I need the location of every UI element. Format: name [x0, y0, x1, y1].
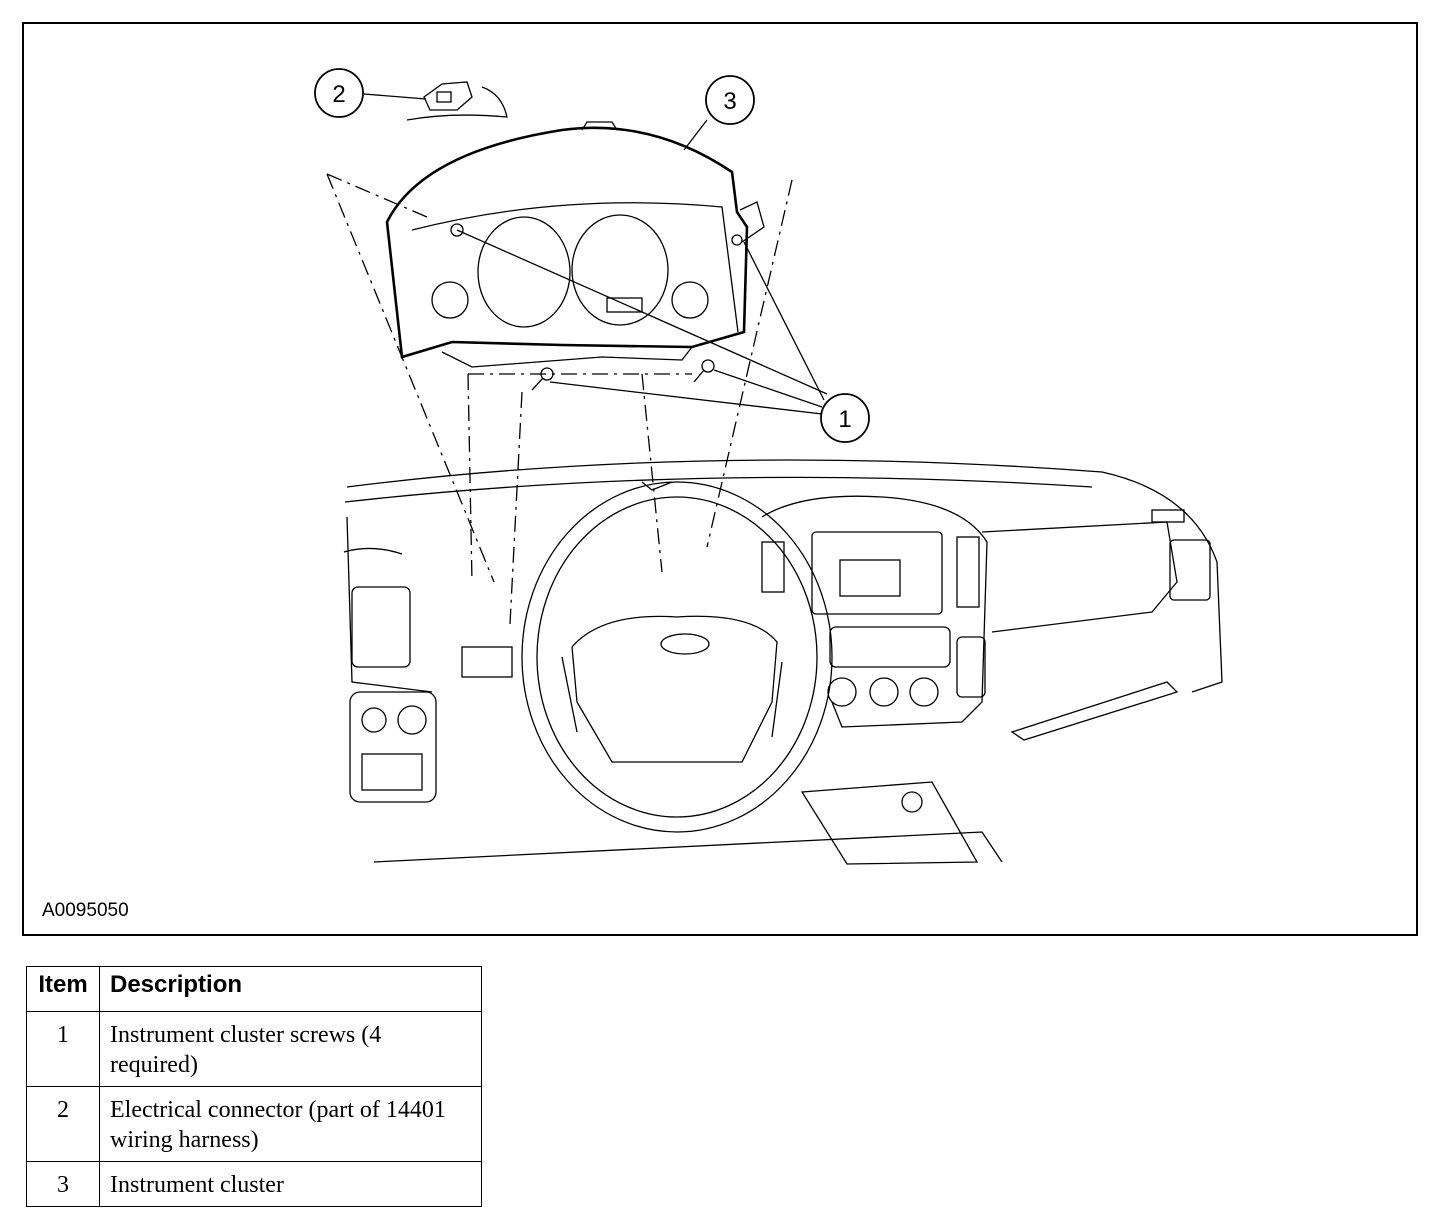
item-description: Instrument cluster: [99, 1161, 482, 1207]
callout-1-label: 1: [838, 406, 851, 433]
dashboard: [343, 459, 1223, 865]
item-header: Item: [26, 966, 100, 1012]
steering-wheel: [461, 481, 833, 833]
figure-id: A0095050: [42, 900, 129, 921]
exploded-view-illustration: 2 3 1: [314, 68, 1223, 865]
instrument-cluster: [385, 121, 765, 368]
item-number: 2: [26, 1086, 100, 1162]
callout-3: [705, 75, 755, 125]
electrical-connector: [406, 81, 508, 121]
item-number: 3: [26, 1161, 100, 1207]
callout-3-label: 3: [723, 88, 736, 115]
callout-1: [820, 393, 870, 443]
diagram-figure: 2 3 1 A0095050: [22, 22, 1418, 936]
description-header: Description: [99, 966, 482, 1012]
callout-2-label: 2: [332, 81, 345, 108]
table-row: 1 Instrument cluster screws (4 required): [26, 1011, 482, 1087]
item-description: Electrical connector (part of 14401 wiri…: [99, 1086, 482, 1162]
table-row: 3 Instrument cluster: [26, 1161, 482, 1207]
table-row: 2 Electrical connector (part of 14401 wi…: [26, 1086, 482, 1162]
legend-table: Item Description 1 Instrument cluster sc…: [26, 966, 482, 1207]
item-number: 1: [26, 1011, 100, 1087]
callout-2: [314, 68, 364, 118]
item-description: Instrument cluster screws (4 required): [99, 1011, 482, 1087]
legend-header-row: Item Description: [26, 966, 482, 1012]
